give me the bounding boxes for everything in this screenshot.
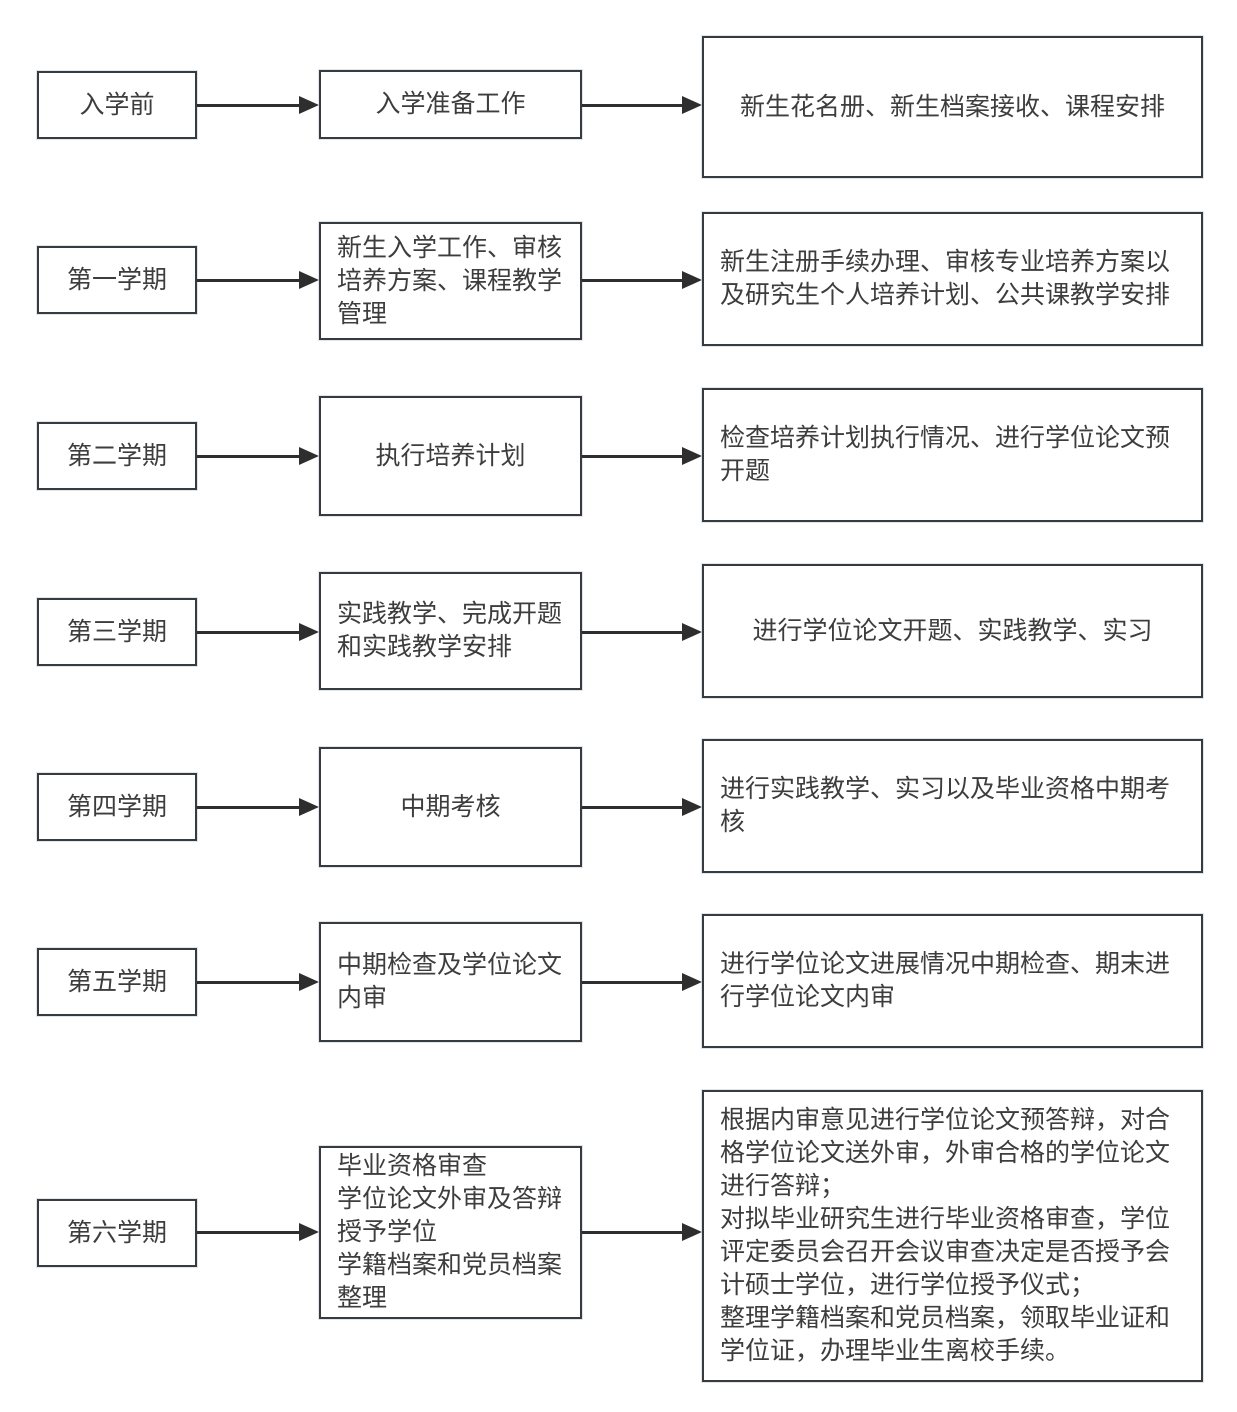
task-box-row6: 中期检查及学位论文 内审 <box>319 922 582 1042</box>
arrow-head-icon-row5-a <box>299 798 319 816</box>
arrow-line-row2-a <box>197 279 301 282</box>
stage-box-row6: 第五学期 <box>37 948 197 1016</box>
detail-box-row2: 新生注册手续办理、审核专业培养方案以 及研究生个人培养计划、公共课教学安排 <box>702 212 1203 346</box>
detail-box-row4: 进行学位论文开题、实践教学、实习 <box>702 564 1203 698</box>
arrow-head-icon-row2-a <box>299 271 319 289</box>
arrow-line-row4-a <box>197 631 301 634</box>
stage-box-row1: 入学前 <box>37 71 197 139</box>
arrow-head-icon-row1-a <box>299 96 319 114</box>
arrow-head-icon-row5-b <box>682 798 702 816</box>
arrow-line-row5-a <box>197 806 301 809</box>
stage-box-row2: 第一学期 <box>37 246 197 314</box>
arrow-head-icon-row7-a <box>299 1223 319 1241</box>
task-box-row3: 执行培养计划 <box>319 396 582 516</box>
arrow-head-icon-row3-a <box>299 447 319 465</box>
stage-box-row4: 第三学期 <box>37 598 197 666</box>
arrow-head-icon-row7-b <box>682 1223 702 1241</box>
arrow-head-icon-row2-b <box>682 271 702 289</box>
arrow-head-icon-row4-a <box>299 623 319 641</box>
arrow-line-row3-a <box>197 455 301 458</box>
stage-box-row5: 第四学期 <box>37 773 197 841</box>
arrow-head-icon-row3-b <box>682 447 702 465</box>
arrow-line-row6-a <box>197 981 301 984</box>
detail-box-row7: 根据内审意见进行学位论文预答辩，对合 格学位论文送外审，外审合格的学位论文 进行… <box>702 1090 1203 1382</box>
arrow-line-row6-b <box>582 981 684 984</box>
task-box-row2: 新生入学工作、审核 培养方案、课程教学 管理 <box>319 222 582 340</box>
task-box-row4: 实践教学、完成开题 和实践教学安排 <box>319 572 582 690</box>
detail-box-row1: 新生花名册、新生档案接收、课程安排 <box>702 36 1203 178</box>
arrow-head-icon-row4-b <box>682 623 702 641</box>
task-box-row7: 毕业资格审查 学位论文外审及答辩 授予学位 学籍档案和党员档案 整理 <box>319 1146 582 1319</box>
arrow-line-row1-b <box>582 104 684 107</box>
arrow-head-icon-row6-b <box>682 973 702 991</box>
arrow-line-row3-b <box>582 455 684 458</box>
detail-box-row3: 检查培养计划执行情况、进行学位论文预 开题 <box>702 388 1203 522</box>
task-box-row1: 入学准备工作 <box>319 70 582 139</box>
stage-box-row7: 第六学期 <box>37 1199 197 1267</box>
detail-box-row6: 进行学位论文进展情况中期检查、期末进 行学位论文内审 <box>702 914 1203 1048</box>
arrow-line-row1-a <box>197 104 301 107</box>
arrow-head-icon-row1-b <box>682 96 702 114</box>
arrow-head-icon-row6-a <box>299 973 319 991</box>
detail-box-row5: 进行实践教学、实习以及毕业资格中期考 核 <box>702 739 1203 873</box>
stage-box-row3: 第二学期 <box>37 422 197 490</box>
arrow-line-row4-b <box>582 631 684 634</box>
arrow-line-row7-b <box>582 1231 684 1234</box>
arrow-line-row5-b <box>582 806 684 809</box>
arrow-line-row2-b <box>582 279 684 282</box>
arrow-line-row7-a <box>197 1231 301 1234</box>
task-box-row5: 中期考核 <box>319 747 582 867</box>
